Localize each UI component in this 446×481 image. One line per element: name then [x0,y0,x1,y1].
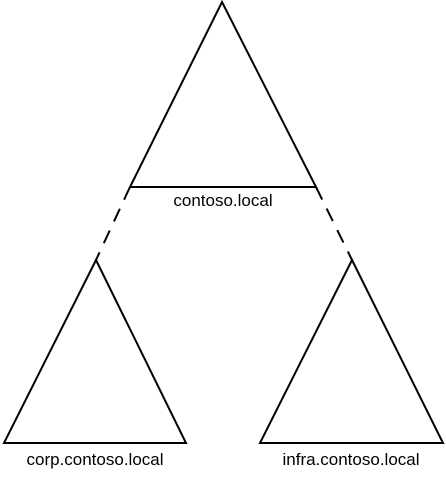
root-domain-label: contoso.local [173,191,272,210]
trust-link-left [95,186,131,261]
right-child-domain-triangle [258,257,445,444]
root-domain-node: contoso.local [128,0,318,210]
left-child-domain-node: corp.contoso.local [2,257,188,469]
right-child-domain-node: infra.contoso.local [258,257,445,469]
right-child-domain-label: infra.contoso.local [282,450,419,469]
left-child-domain-label: corp.contoso.local [26,450,163,469]
trust-link-right [315,186,353,261]
left-child-domain-triangle [2,257,188,444]
root-domain-triangle [128,0,318,188]
